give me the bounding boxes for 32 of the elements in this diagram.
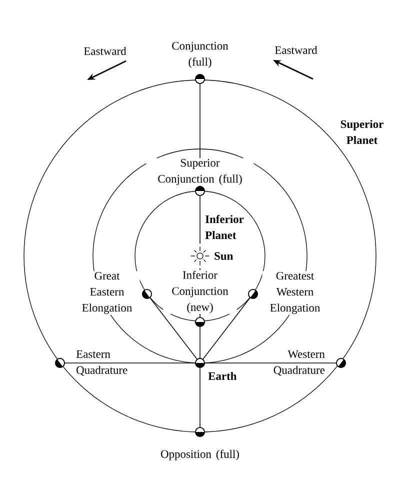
position-label: Great Eastern Elongation [74, 271, 140, 315]
planet-marker [336, 358, 346, 368]
planet-marker [248, 289, 258, 299]
planet-marker [195, 427, 205, 437]
position-label: Greatest Western Elongation [262, 271, 328, 315]
planet-marker [195, 358, 205, 368]
sight-line [204, 362, 336, 364]
sight-line [150, 298, 198, 360]
position-label: Opposition (full) [160, 450, 239, 460]
position-label: Superior Conjunction (full) [146, 158, 254, 186]
node-label: Superior Conjunction (full) [158, 158, 242, 186]
node-label: Inferior Conjunction (new) [172, 270, 228, 314]
sun-icon [190, 246, 210, 266]
position-label: Eastern Quadrature [76, 350, 128, 376]
planet-marker [55, 358, 65, 368]
planet-marker [195, 317, 205, 327]
position-label: Western Quadrature [274, 350, 325, 376]
position-label: Inferior Conjunction (new) [163, 270, 237, 314]
node-label: Great Eastern Elongation [82, 272, 132, 314]
position-label: Sun [214, 252, 233, 260]
planet-marker [195, 186, 205, 196]
orbit-label: Inferior Planet [205, 214, 244, 240]
direction-label: Eastward [84, 46, 126, 56]
node-label: Greatest Western Elongation [270, 272, 320, 314]
position-label: Conjunction (full) [172, 42, 228, 68]
sight-line [64, 362, 196, 364]
position-label: Earth [208, 372, 237, 380]
orbit-label: Superior Planet [340, 120, 384, 144]
planet-marker [195, 74, 205, 84]
planet-marker [142, 289, 152, 299]
direction-label: Eastward [275, 46, 318, 54]
sight-line [202, 298, 250, 360]
